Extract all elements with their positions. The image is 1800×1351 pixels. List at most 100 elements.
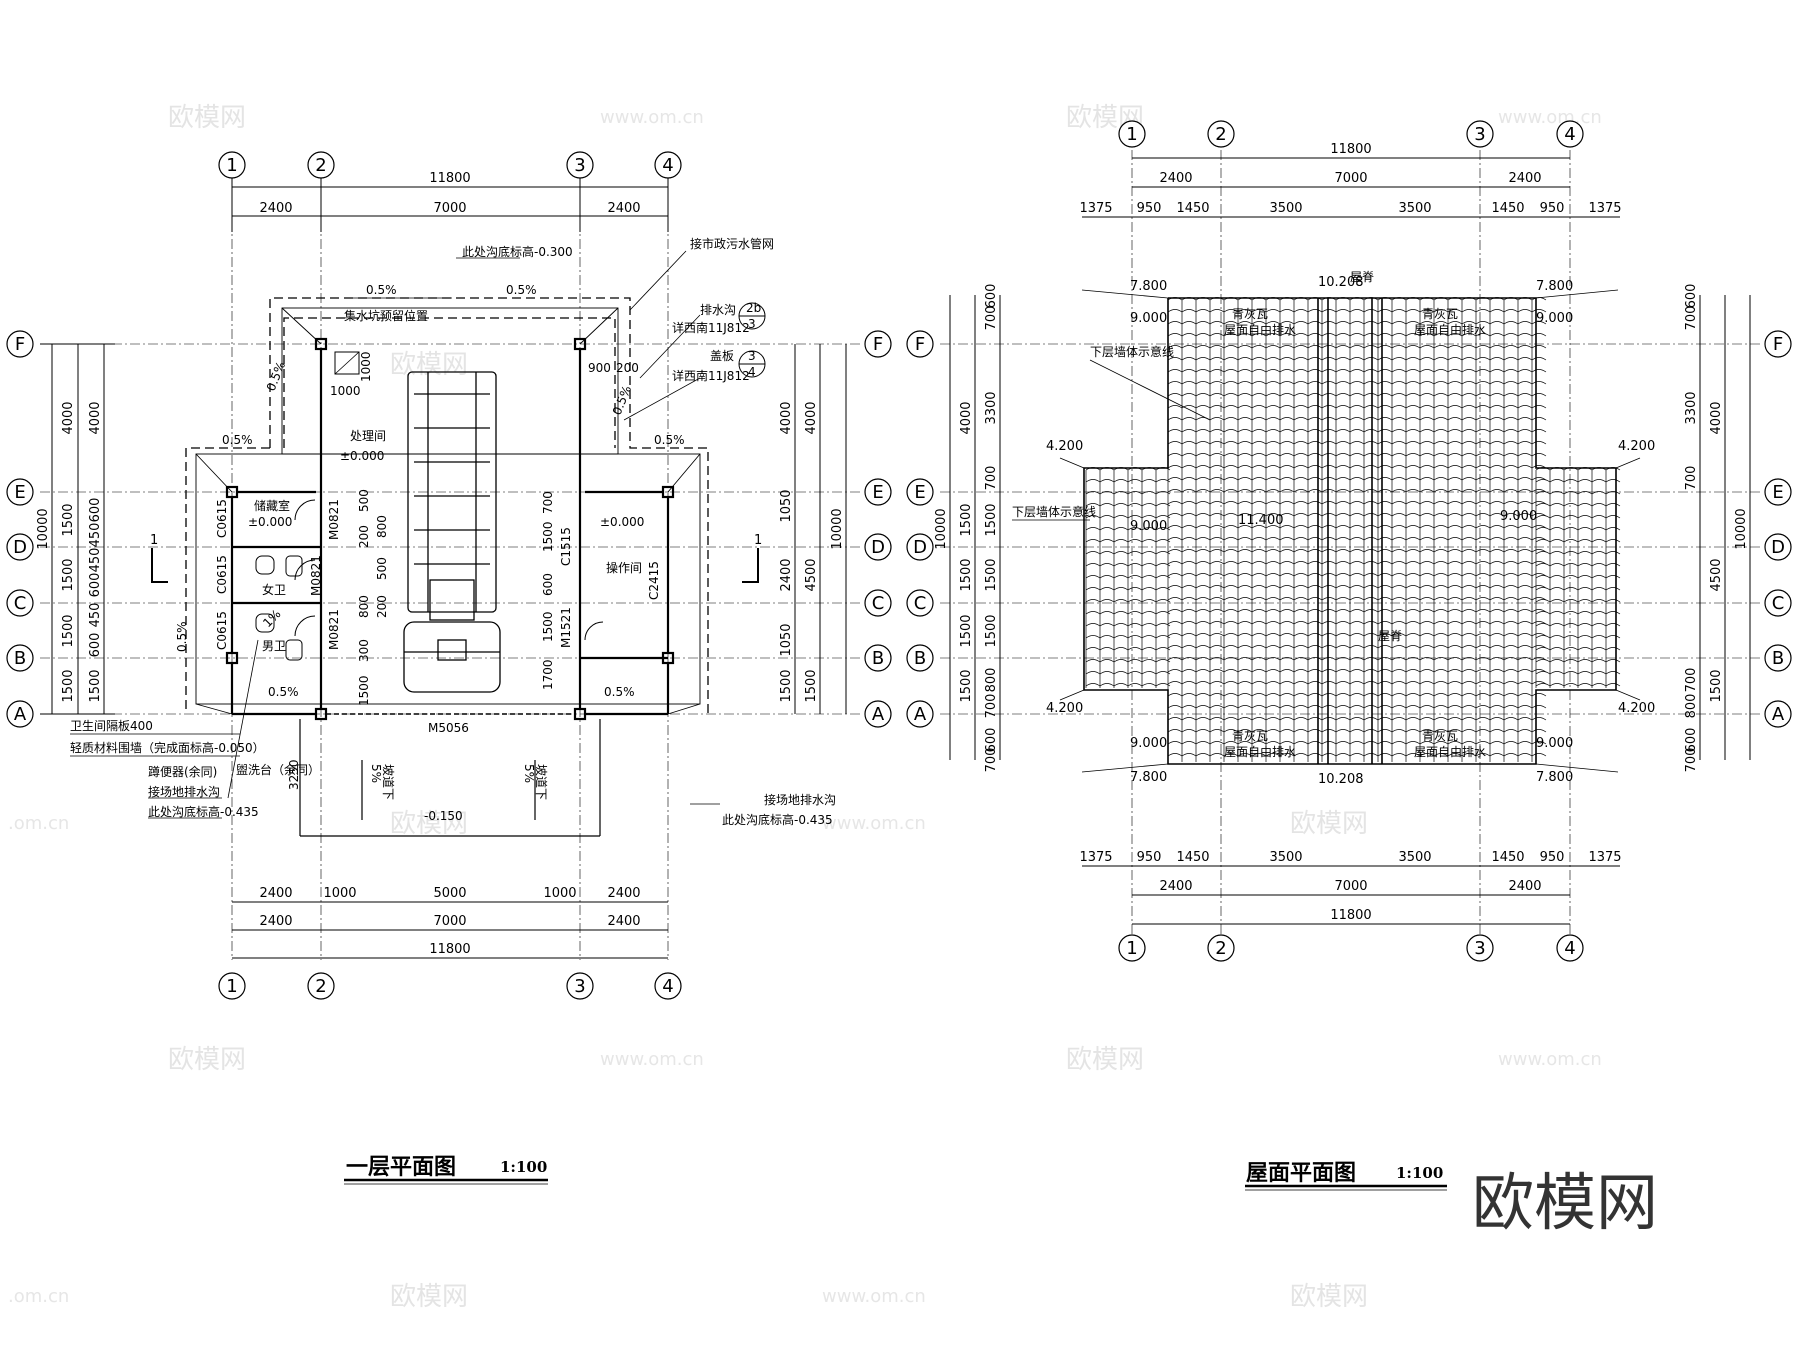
roof-note-drainage: 屋面自由排水 [1414,323,1486,337]
floor-dim-top: 2400 [259,201,292,216]
axis-bubble-4-label: 4 [1564,938,1575,959]
roof-tile-course [1535,671,1621,675]
roof-tile-course [1085,671,1171,675]
watermark-logo: 欧模网 [168,1045,246,1075]
roof-tile-course [1167,705,1547,709]
axis-bubble-3 [566,151,594,179]
floor-dim-top: 7000 [433,201,466,216]
axis-bubble-E-label: E [1772,482,1783,503]
roof-tile-course [1085,515,1171,519]
axis-bubble-2-label: 2 [315,155,326,176]
watermark-logo: 欧模网 [1290,1282,1368,1312]
note-pit: 集水坑预留位置 [344,308,428,323]
watermark-site: www.om.cn [600,1049,704,1070]
roof-note-ridge: 屋脊 [1378,629,1402,643]
note-curb: 轻质材料围墙（完成面标高-0.050） [70,740,265,755]
roof-dim-bottom-detail: 3500 [1398,850,1431,865]
roof-tile-course [1535,503,1621,507]
roof-tile-course [1085,527,1171,531]
inner-dim: 3250 [287,759,301,790]
axis-bubble-3-label: 3 [1474,938,1485,959]
roof-elevation: 11.400 [1238,513,1284,528]
roof-tile-course [1085,575,1171,579]
axis-bubble-1 [1118,120,1146,148]
inner-dim: 500 [357,489,371,512]
roof-dim-bottom-detail: 950 [1540,850,1565,865]
roof-elevation: 4.200 [1046,701,1083,716]
axis-bubble-4 [654,151,682,179]
roof-elevation: 4.200 [1618,439,1655,454]
roof-tile-course [1085,635,1171,639]
axis-bubble-B-label: B [872,648,884,669]
inner-dim: 1000 [359,351,373,382]
roof-note-lower-wall: 下层墙体示意线 [1090,344,1174,359]
axis-bubble-C [1764,589,1792,617]
axis-bubble-C-label: C [914,593,927,614]
roof-plan-labels: 11800 2400 7000 2400 1375 950 1450 3500 … [934,142,1749,1186]
roof-dim-left: 1500 [959,558,974,591]
slope-label: 0.5% [604,685,635,699]
axis-bubble-A [864,700,892,728]
gutter-tag-bottom: 3 [748,317,756,331]
axis-bubble-F [864,330,892,358]
floor-plan-scale: 1:100 [500,1158,547,1176]
axis-bubble-A [1764,700,1792,728]
axis-bubble-F-label: F [1773,334,1783,355]
floor-dim-bottom-detail: 2400 [259,886,292,901]
roof-dim-left-inner: 600 [984,728,999,753]
roof-tile-course [1085,683,1171,687]
floor-dim-bottom-axis: 2400 [607,914,640,929]
roof-dim-right-inner: 700 [1684,466,1699,491]
roof-tile-course [1167,573,1547,577]
roof-dim-bottom-detail: 1375 [1588,850,1621,865]
slope-label: 0.5% [268,685,299,699]
inner-dim: 900 [588,361,611,375]
roof-tile-course [1167,489,1547,493]
roof-tile-course [1167,417,1547,421]
axis-bubble-F [6,330,34,358]
axis-bubble-4 [1556,934,1584,962]
roof-elevation: 9.000 [1130,736,1167,751]
axis-bubble-3-label: 3 [1474,124,1485,145]
roof-dim-left-inner: 700 [984,466,999,491]
floor-dim-bottom-detail: 5000 [433,886,466,901]
room-storage: 储藏室 [254,498,290,513]
axis-bubble-2-label: 2 [1215,124,1226,145]
axis-bubble-B-label: B [1772,648,1784,669]
room-processing: 处理间 [350,429,386,443]
note-trench-top: 此处沟底标高-0.300 [462,244,573,259]
roof-tile-course [1167,621,1547,625]
roof-tile-course [1167,513,1547,517]
roof-tile-course [1535,479,1621,483]
axis-bubble-E [6,478,34,506]
axis-bubble-E [906,478,934,506]
roof-elevation: 7.800 [1536,279,1573,294]
roof-dim-top-axis: 7000 [1334,171,1367,186]
slope-label: 5% [369,764,383,783]
roof-tile-course [1535,647,1621,651]
ramp-elevation: -0.150 [424,809,463,823]
roof-dim-top-detail: 1375 [1079,201,1112,216]
inner-dim: 300 [357,639,371,662]
axis-bubble-D-label: D [913,537,927,558]
section-mark: 1 [754,533,762,548]
watermark-site: www.om.cn [822,1286,926,1307]
inner-dim: 1700 [541,659,555,690]
axis-bubble-D [6,533,34,561]
ramp-text: 坡道下 [534,764,548,800]
roof-tile-course [1535,575,1621,579]
inner-dim: 600 [541,573,555,596]
roof-tile-course [1167,357,1547,361]
floor-dim-left-detail: 600 [88,633,103,658]
roof-dim-left: 4000 [959,401,974,434]
roof-tile-course [1167,465,1547,469]
roof-tile-course [1535,563,1621,567]
axis-bubble-4-label: 4 [662,976,673,997]
roof-elevation: 4.200 [1046,439,1083,454]
roof-tile-course [1167,597,1547,601]
note-partition: 卫生间隔板400 [70,719,153,733]
roof-dim-left-inner: 1500 [984,614,999,647]
axis-bubble-A-label: A [872,704,885,725]
axis-bubble-B-label: B [914,648,926,669]
watermark-logo: 欧模网 [390,350,468,380]
